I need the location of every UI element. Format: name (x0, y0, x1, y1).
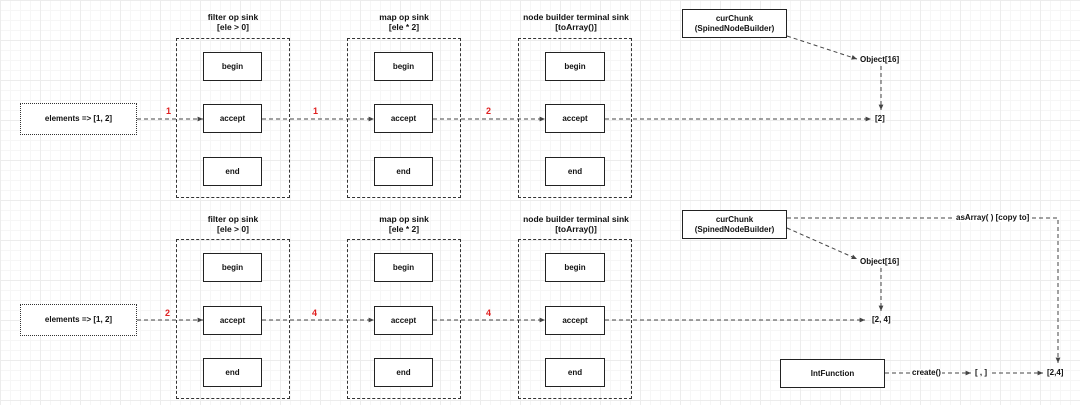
top-filter-sink-name: filter op sink (207, 12, 259, 22)
bottom-builder-sink-name: node builder terminal sink (523, 214, 629, 224)
top-result-label: [2] (874, 114, 886, 123)
copy-to-arrow (787, 217, 1061, 363)
top-flow-number-2: 1 (313, 106, 319, 116)
bottom-filter-begin: begin (203, 253, 262, 282)
top-map-accept: accept (374, 104, 433, 133)
bottom-filter-end: end (203, 358, 262, 387)
bottom-result-label: [2, 4] (871, 315, 892, 324)
bottom-filter-sink-title: filter op sink [ele > 0] (173, 214, 293, 234)
top-cur-chunk-box: curChunk (SpinedNodeBuilder) (682, 9, 787, 38)
top-filter-end: end (203, 157, 262, 186)
final-array-label: [2,4] (1046, 368, 1065, 377)
bottom-builder-accept: accept (545, 306, 605, 335)
top-cur-chunk-type: (SpinedNodeBuilder) (694, 23, 775, 33)
top-filter-sink (176, 38, 290, 198)
top-map-begin: begin (374, 52, 433, 81)
bottom-map-accept: accept (374, 306, 433, 335)
top-cur-chunk-name: curChunk (715, 14, 754, 24)
bottom-input-box: elements => [1, 2] (20, 304, 137, 336)
bottom-filter-accept: accept (203, 306, 262, 335)
top-filter-begin: begin (203, 52, 262, 81)
top-flow-number-1: 1 (166, 106, 172, 116)
empty-array-label: [ , ] (974, 368, 988, 377)
bottom-builder-end: end (545, 358, 605, 387)
top-builder-accept: accept (545, 104, 605, 133)
top-map-sink-name: map op sink (379, 12, 429, 22)
bottom-map-begin: begin (374, 253, 433, 282)
bottom-map-sink (347, 239, 461, 399)
int-function-label: IntFunction (810, 368, 855, 378)
bottom-builder-sink (518, 239, 632, 399)
top-builder-sink-op: [toArray()] (555, 22, 597, 33)
bottom-flow-number-2: 4 (312, 308, 318, 318)
bottom-flow-number-1: 2 (165, 308, 171, 318)
bottom-builder-sink-op: [toArray()] (555, 224, 597, 235)
top-filter-sink-title: filter op sink [ele > 0] (173, 12, 293, 32)
top-builder-sink-title: node builder terminal sink [toArray()] (500, 12, 652, 32)
bottom-map-sink-function: [ele * 2] (388, 224, 420, 235)
top-map-sink-function: [ele * 2] (388, 22, 420, 33)
top-map-sink (347, 38, 461, 198)
int-function-box: IntFunction (780, 359, 885, 388)
top-input-label: elements => [1, 2] (44, 114, 113, 124)
top-builder-end: end (545, 157, 605, 186)
bottom-flow-number-3: 4 (486, 308, 492, 318)
top-builder-sink (518, 38, 632, 198)
bottom-filter-sink-predicate: [ele > 0] (217, 224, 249, 235)
bottom-cur-chunk-name: curChunk (715, 215, 754, 225)
bottom-filter-sink (176, 239, 290, 399)
bottom-map-end: end (374, 358, 433, 387)
bottom-filter-sink-name: filter op sink (207, 214, 259, 224)
top-object-array-label: Object[16] (859, 55, 901, 64)
bottom-map-sink-name: map op sink (379, 214, 429, 224)
bottom-object-array-label: Object[16] (859, 257, 901, 266)
bottom-input-label: elements => [1, 2] (44, 315, 113, 325)
create-label: create() (911, 368, 942, 377)
top-flow-number-3: 2 (486, 106, 492, 116)
bottom-cur-chunk-box: curChunk (SpinedNodeBuilder) (682, 210, 787, 239)
bottom-chunk-to-object-arrow (786, 227, 858, 260)
top-filter-sink-predicate: [ele > 0] (217, 22, 249, 33)
bottom-copy-to-label: asArray( ) [copy to] (955, 213, 1031, 222)
top-builder-sink-name: node builder terminal sink (523, 12, 629, 22)
bottom-builder-begin: begin (545, 253, 605, 282)
top-map-sink-title: map op sink [ele * 2] (344, 12, 464, 32)
bottom-map-sink-title: map op sink [ele * 2] (344, 214, 464, 234)
top-map-end: end (374, 157, 433, 186)
bottom-builder-sink-title: node builder terminal sink [toArray()] (500, 214, 652, 234)
top-filter-accept: accept (203, 104, 262, 133)
top-builder-begin: begin (545, 52, 605, 81)
bottom-cur-chunk-type: (SpinedNodeBuilder) (694, 224, 775, 234)
top-input-box: elements => [1, 2] (20, 103, 137, 135)
top-chunk-to-object-arrow (786, 35, 858, 60)
